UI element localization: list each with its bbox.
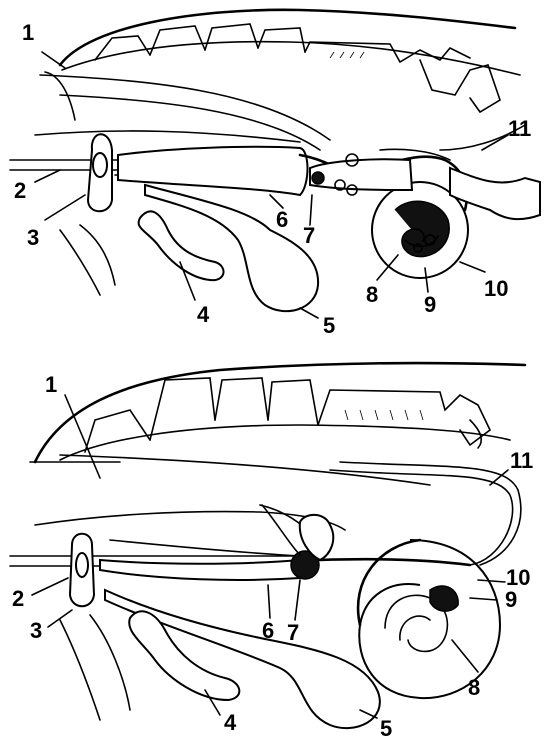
upper-panel: 1 2 3 4 5 6 7 8 9 10 11 xyxy=(10,10,540,338)
upper-label-8: 8 xyxy=(366,282,378,307)
upper-label-1: 1 xyxy=(22,20,34,45)
upper-label-2: 2 xyxy=(14,178,26,203)
upper-label-9: 9 xyxy=(424,292,436,317)
lower-vertebrae xyxy=(85,378,490,452)
lower-panel: 1 2 3 4 5 6 7 8 9 10 11 xyxy=(10,363,533,741)
upper-label-5: 5 xyxy=(323,313,335,338)
lower-label-3: 3 xyxy=(30,618,42,643)
upper-label-3: 3 xyxy=(27,225,39,250)
upper-label-6: 6 xyxy=(276,207,288,232)
upper-label-4: 4 xyxy=(197,302,210,327)
lower-label-5: 5 xyxy=(380,716,392,741)
lower-label-10: 10 xyxy=(506,565,530,590)
lower-label-7: 7 xyxy=(287,620,299,645)
lower-label-9: 9 xyxy=(505,587,517,612)
upper-label-10: 10 xyxy=(484,276,508,301)
upper-vertebrae xyxy=(95,24,500,112)
lower-label-2: 2 xyxy=(12,586,24,611)
upper-label-7: 7 xyxy=(303,223,315,248)
upper-label-11: 11 xyxy=(508,116,531,141)
lower-label-11: 11 xyxy=(510,448,533,473)
lower-label-1: 1 xyxy=(45,372,57,397)
lower-label-8: 8 xyxy=(468,675,480,700)
lower-label-4: 4 xyxy=(224,710,237,735)
lower-label-6: 6 xyxy=(262,618,274,643)
